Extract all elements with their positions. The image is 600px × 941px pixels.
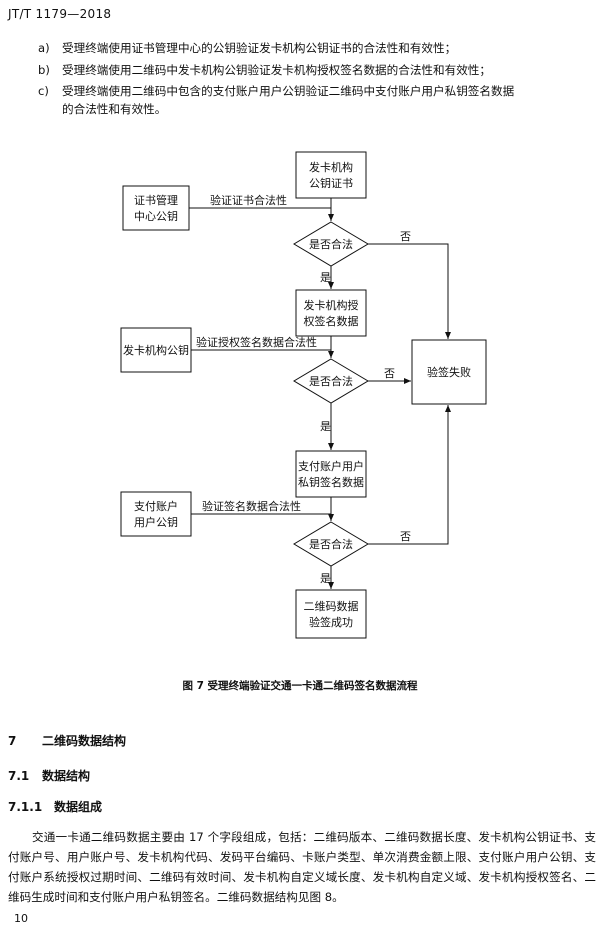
user-key-label-1: 支付账户 <box>134 499 178 513</box>
ca-key-label-2: 中心公钥 <box>134 209 178 223</box>
section-heading-7-1-1: 7.1.1 数据组成 <box>8 798 102 815</box>
no-label-2: 否 <box>384 367 395 380</box>
ca-key-label-1: 证书管理 <box>134 193 178 207</box>
user-key-label-2: 用户公钥 <box>134 515 178 529</box>
section-title: 数据结构 <box>42 769 91 783</box>
issuer-cert-label-1: 发卡机构 <box>309 160 353 174</box>
body-paragraph: 交通一卡通二维码数据主要由 17 个字段组成，包括：二维码版本、二维码数据长度、… <box>8 830 596 904</box>
section-number: 7.1.1 <box>8 800 43 814</box>
fail-label: 验签失败 <box>427 365 471 379</box>
figure-caption: 图 7 受理终端验证交通一卡通二维码签名数据流程 <box>182 680 418 692</box>
auth-sig-label-2: 权签名数据 <box>304 314 359 328</box>
edge-verify-cert: 验证证书合法性 <box>210 193 287 207</box>
fail-box <box>411 339 487 405</box>
yes-label-2: 是 <box>320 420 331 433</box>
user-sig-label-2: 私钥签名数据 <box>298 475 364 489</box>
no-label-3: 否 <box>400 530 411 543</box>
auth-sig-label-1: 发卡机构授 <box>304 298 359 312</box>
yes-label-1: 是 <box>320 271 331 284</box>
ca-key-box <box>122 185 190 231</box>
edge-verify-auth: 验证授权签名数据合法性 <box>196 335 317 349</box>
list-text: 受理终端使用二维码中包含的支付账户用户公钥验证二维码中支付账户用户私钥签名数据 <box>62 84 515 98</box>
section-title: 二维码数据结构 <box>42 734 127 748</box>
section-heading-7-1: 7.1 数据结构 <box>8 767 90 784</box>
list-marker: b) <box>38 63 50 77</box>
list-marker: c) <box>38 84 49 98</box>
issuer-cert-label-2: 公钥证书 <box>309 176 353 190</box>
auth-sig-box <box>295 289 367 337</box>
issuer-cert-box <box>295 151 367 199</box>
section-heading-7: 7 二维码数据结构 <box>8 732 126 749</box>
list-text: 受理终端使用证书管理中心的公钥验证发卡机构公钥证书的合法性和有效性； <box>62 41 457 55</box>
edge-verify-sig: 验证签名数据合法性 <box>202 499 301 513</box>
success-label-2: 验签成功 <box>309 615 353 629</box>
list-text: 受理终端使用二维码中发卡机构公钥验证发卡机构授权签名数据的合法性和有效性； <box>62 63 491 77</box>
section-title: 数据组成 <box>54 800 103 814</box>
decision-2-label: 是否合法 <box>309 374 353 388</box>
issuer-key-label: 发卡机构公钥 <box>123 343 189 357</box>
yes-label-3: 是 <box>320 572 331 585</box>
list-item-c: c) 受理终端使用二维码中包含的支付账户用户公钥验证二维码中支付账户用户私钥签名数… <box>38 82 598 118</box>
standard-code: JT/T 1179—2018 <box>8 7 112 21</box>
decision-1-label: 是否合法 <box>309 237 353 251</box>
decision-3-label: 是否合法 <box>309 537 353 551</box>
list-marker: a) <box>38 41 50 55</box>
page-number: 10 <box>14 912 28 925</box>
flowchart: 发卡机构 公钥证书 证书管理 中心公钥 是否合法 发卡机构授 权签名数据 发卡机… <box>120 151 487 639</box>
success-label-1: 二维码数据 <box>304 599 359 613</box>
user-key-box <box>120 491 192 537</box>
user-sig-label-1: 支付账户用户 <box>298 459 364 473</box>
issuer-key-box <box>120 327 192 373</box>
no-label-1: 否 <box>400 230 411 243</box>
list-text-continued: 的合法性和有效性。 <box>62 102 167 116</box>
list-item-b: b) 受理终端使用二维码中发卡机构公钥验证发卡机构授权签名数据的合法性和有效性； <box>38 61 598 79</box>
section-number: 7.1 <box>8 769 30 783</box>
section-number: 7 <box>8 734 17 748</box>
success-box <box>295 589 367 639</box>
list-item-a: a) 受理终端使用证书管理中心的公钥验证发卡机构公钥证书的合法性和有效性； <box>38 39 598 57</box>
user-sig-box <box>295 450 367 498</box>
